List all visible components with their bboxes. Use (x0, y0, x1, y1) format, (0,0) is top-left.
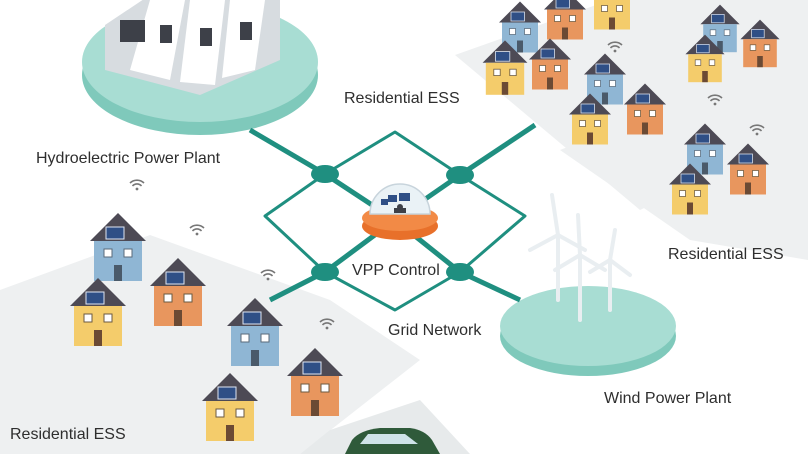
control-room-icon (381, 193, 410, 213)
grid-network (248, 122, 537, 312)
grid-node (311, 165, 339, 183)
grid-node (446, 166, 474, 184)
residential-ess-right-label: Residential ESS (668, 246, 784, 263)
grid-network-label: Grid Network (388, 322, 482, 339)
electric-car-icon (345, 428, 440, 454)
wind-plant-label: Wind Power Plant (604, 390, 732, 407)
vpp-control-label: VPP Control (352, 262, 440, 279)
grid-node (446, 263, 474, 281)
grid-node (311, 263, 339, 281)
residential-cluster-bottom (69, 179, 440, 454)
dam-icon (105, 0, 280, 95)
wind-plant (500, 193, 676, 376)
hydro-plant-label: Hydroelectric Power Plant (36, 150, 221, 167)
residential-ess-top-label: Residential ESS (344, 90, 460, 107)
wind-turbine-icon (528, 193, 632, 322)
hydro-plant (82, 0, 318, 135)
grid-nodes (311, 165, 474, 281)
wifi-icon (189, 224, 205, 237)
residential-ess-bottom-label: Residential ESS (10, 426, 126, 443)
vpp-control-center (362, 183, 438, 240)
wifi-icon (129, 179, 145, 192)
